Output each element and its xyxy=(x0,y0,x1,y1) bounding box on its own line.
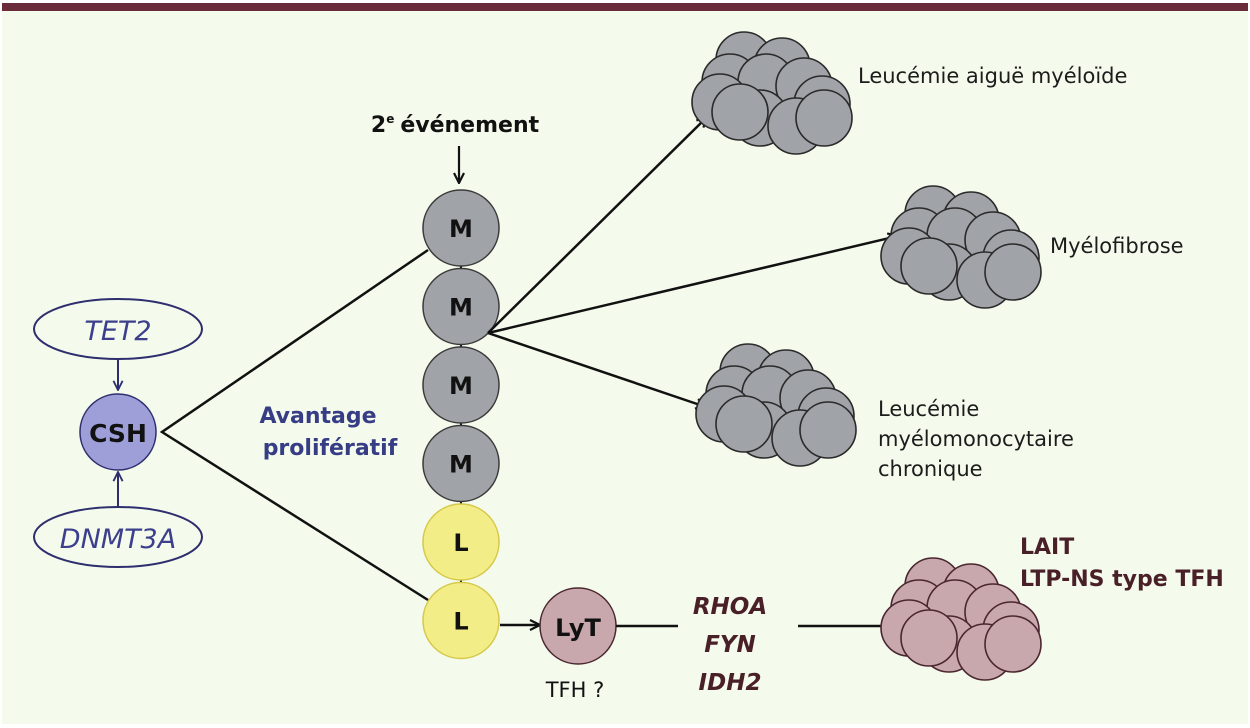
progenitor-label: M xyxy=(449,215,473,243)
progenitor-label: M xyxy=(449,451,473,479)
myeloid-progenitor: M xyxy=(422,189,500,267)
arrow-to-myelofibrosis xyxy=(487,236,898,335)
progenitor-column: M M M M L L xyxy=(422,189,500,660)
cell xyxy=(984,243,1042,301)
hsc-branch-lines xyxy=(159,248,429,602)
cell xyxy=(799,401,857,459)
second-event-label: 2e événement xyxy=(371,112,540,138)
cmml-line-1: Leucémie xyxy=(878,397,979,421)
gene-tet2: TET2 xyxy=(33,298,203,360)
cell xyxy=(900,237,958,295)
advantage-line-2: prolifératif xyxy=(263,436,398,461)
hsc-node: CSH xyxy=(79,393,157,471)
second-event-superscript: e xyxy=(386,112,394,126)
cell-cluster-aml xyxy=(691,31,853,155)
progenitor-circle xyxy=(422,267,500,346)
cell-cluster-myelofibrosis xyxy=(880,185,1042,309)
myeloid-progenitor: M xyxy=(422,424,500,503)
outcome-cmml-label: Leucémie myélomonocytaire chronique xyxy=(878,397,1074,481)
myeloid-progenitor: M xyxy=(422,267,500,346)
gene-label: TET2 xyxy=(84,316,151,347)
hsc-label: CSH xyxy=(89,419,147,448)
outcome-aitl-label: LAIT LTP-NS type TFH xyxy=(1020,535,1224,592)
progenitor-circle xyxy=(422,346,500,424)
tfh-mutations: RHOA FYN IDH2 xyxy=(693,594,767,696)
gene-label: DNMT3A xyxy=(60,524,176,555)
advantage-line-1: Avantage xyxy=(259,404,376,429)
cell-cluster-aitl xyxy=(880,557,1042,681)
progenitor-label: M xyxy=(449,372,473,400)
progenitor-circle xyxy=(422,503,500,581)
mutation-idh2: IDH2 xyxy=(699,670,762,696)
gene-dnmt3a: DNMT3A xyxy=(33,506,203,568)
cmml-line-3: chronique xyxy=(878,457,983,481)
lyt-node: LyT xyxy=(539,587,617,665)
aitl-line-1: LAIT xyxy=(1020,535,1074,560)
progenitor-circle xyxy=(422,424,500,503)
progenitor-label: M xyxy=(449,294,473,322)
lymphoid-progenitor: L xyxy=(422,581,500,660)
second-event-text: événement xyxy=(400,113,539,138)
cmml-line-2: myélomonocytaire xyxy=(878,427,1074,451)
progenitor-circle xyxy=(422,581,500,660)
lyt-label: LyT xyxy=(555,614,601,642)
arrow-to-cmml xyxy=(487,331,706,407)
aitl-line-2: LTP-NS type TFH xyxy=(1020,567,1224,592)
arrow-to-aml xyxy=(487,117,707,334)
proliferative-advantage-label: Avantage prolifératif xyxy=(259,404,397,461)
cell xyxy=(795,89,853,147)
mutation-rhoa: RHOA xyxy=(693,594,767,620)
second-event-number: 2 xyxy=(371,113,386,138)
progenitor-circle xyxy=(422,189,500,267)
progenitor-label: L xyxy=(453,529,468,557)
outcome-aml-label: Leucémie aiguë myéloïde xyxy=(858,64,1127,88)
outcome-myelofibrosis-label: Myélofibrose xyxy=(1050,234,1184,258)
cell xyxy=(715,395,773,453)
lyt-caption: TFH ? xyxy=(545,678,605,702)
hsc-circle xyxy=(79,393,157,471)
lymphoid-progenitor: L xyxy=(422,503,500,581)
cell-cluster-cmml xyxy=(695,343,857,467)
cell xyxy=(711,83,769,141)
myeloid-progenitor: M xyxy=(422,346,500,424)
cell xyxy=(984,615,1042,673)
figure-panel xyxy=(2,11,1248,724)
progenitor-label: L xyxy=(453,608,468,636)
cell xyxy=(900,609,958,667)
mutation-fyn: FYN xyxy=(704,632,756,658)
